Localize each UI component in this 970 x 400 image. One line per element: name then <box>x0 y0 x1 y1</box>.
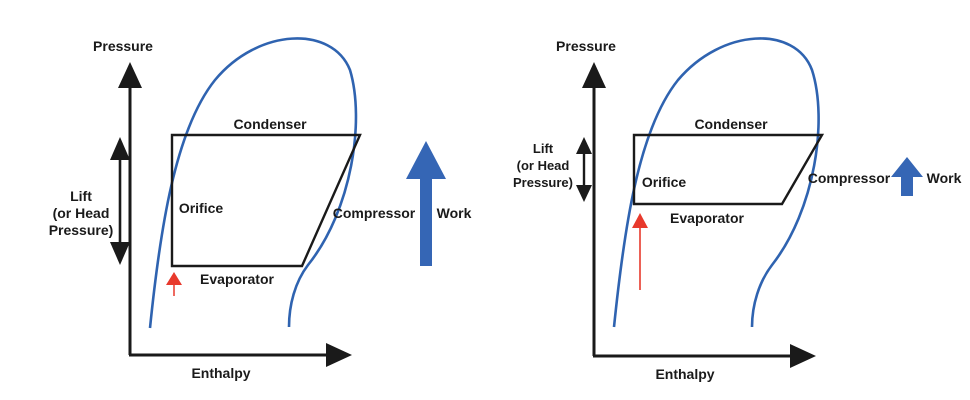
x-axis-label: Enthalpy <box>655 366 714 382</box>
refrigeration-cycle-box <box>170 133 362 268</box>
work-label: Work <box>927 170 962 186</box>
x-axis-label: Enthalpy <box>191 365 250 381</box>
saturation-dome-curve <box>148 37 358 329</box>
y-axis-arrowhead <box>582 62 606 88</box>
panel-right: Pressure Enthalpy Condenser Evaporator O… <box>513 37 962 382</box>
evaporator-heat-arrow <box>632 213 648 290</box>
panel-left: Pressure Enthalpy Condenser Evaporator O… <box>49 37 472 381</box>
work-arrow-small <box>891 157 923 196</box>
lift-label-line-2: (or Head <box>53 205 110 221</box>
lift-label-line-1: Lift <box>70 188 92 204</box>
x-axis-arrowhead <box>326 343 352 367</box>
compressor-label: Compressor <box>808 170 891 186</box>
lift-label-line-3: Pressure) <box>513 175 573 190</box>
lift-double-arrow <box>576 137 592 202</box>
evaporator-heat-arrow <box>166 272 182 296</box>
lift-label-line-3: Pressure) <box>49 222 114 238</box>
saturation-dome-curve <box>612 37 820 328</box>
orifice-label: Orifice <box>179 200 224 216</box>
work-arrow-large <box>406 141 446 266</box>
refrigeration-cycle-box <box>632 133 825 206</box>
y-axis-label: Pressure <box>93 38 153 54</box>
compressor-label: Compressor <box>333 205 416 221</box>
y-axis-arrowhead <box>118 62 142 88</box>
x-axis-arrowhead <box>790 344 816 368</box>
lift-label-line-1: Lift <box>533 141 554 156</box>
evaporator-label: Evaporator <box>670 210 744 226</box>
condenser-label: Condenser <box>694 116 768 132</box>
work-label: Work <box>437 205 472 221</box>
lift-label-line-2: (or Head <box>517 158 570 173</box>
condenser-label: Condenser <box>233 116 307 132</box>
y-axis-label: Pressure <box>556 38 616 54</box>
orifice-label: Orifice <box>642 174 687 190</box>
lift-double-arrow <box>110 137 130 265</box>
evaporator-label: Evaporator <box>200 271 274 287</box>
